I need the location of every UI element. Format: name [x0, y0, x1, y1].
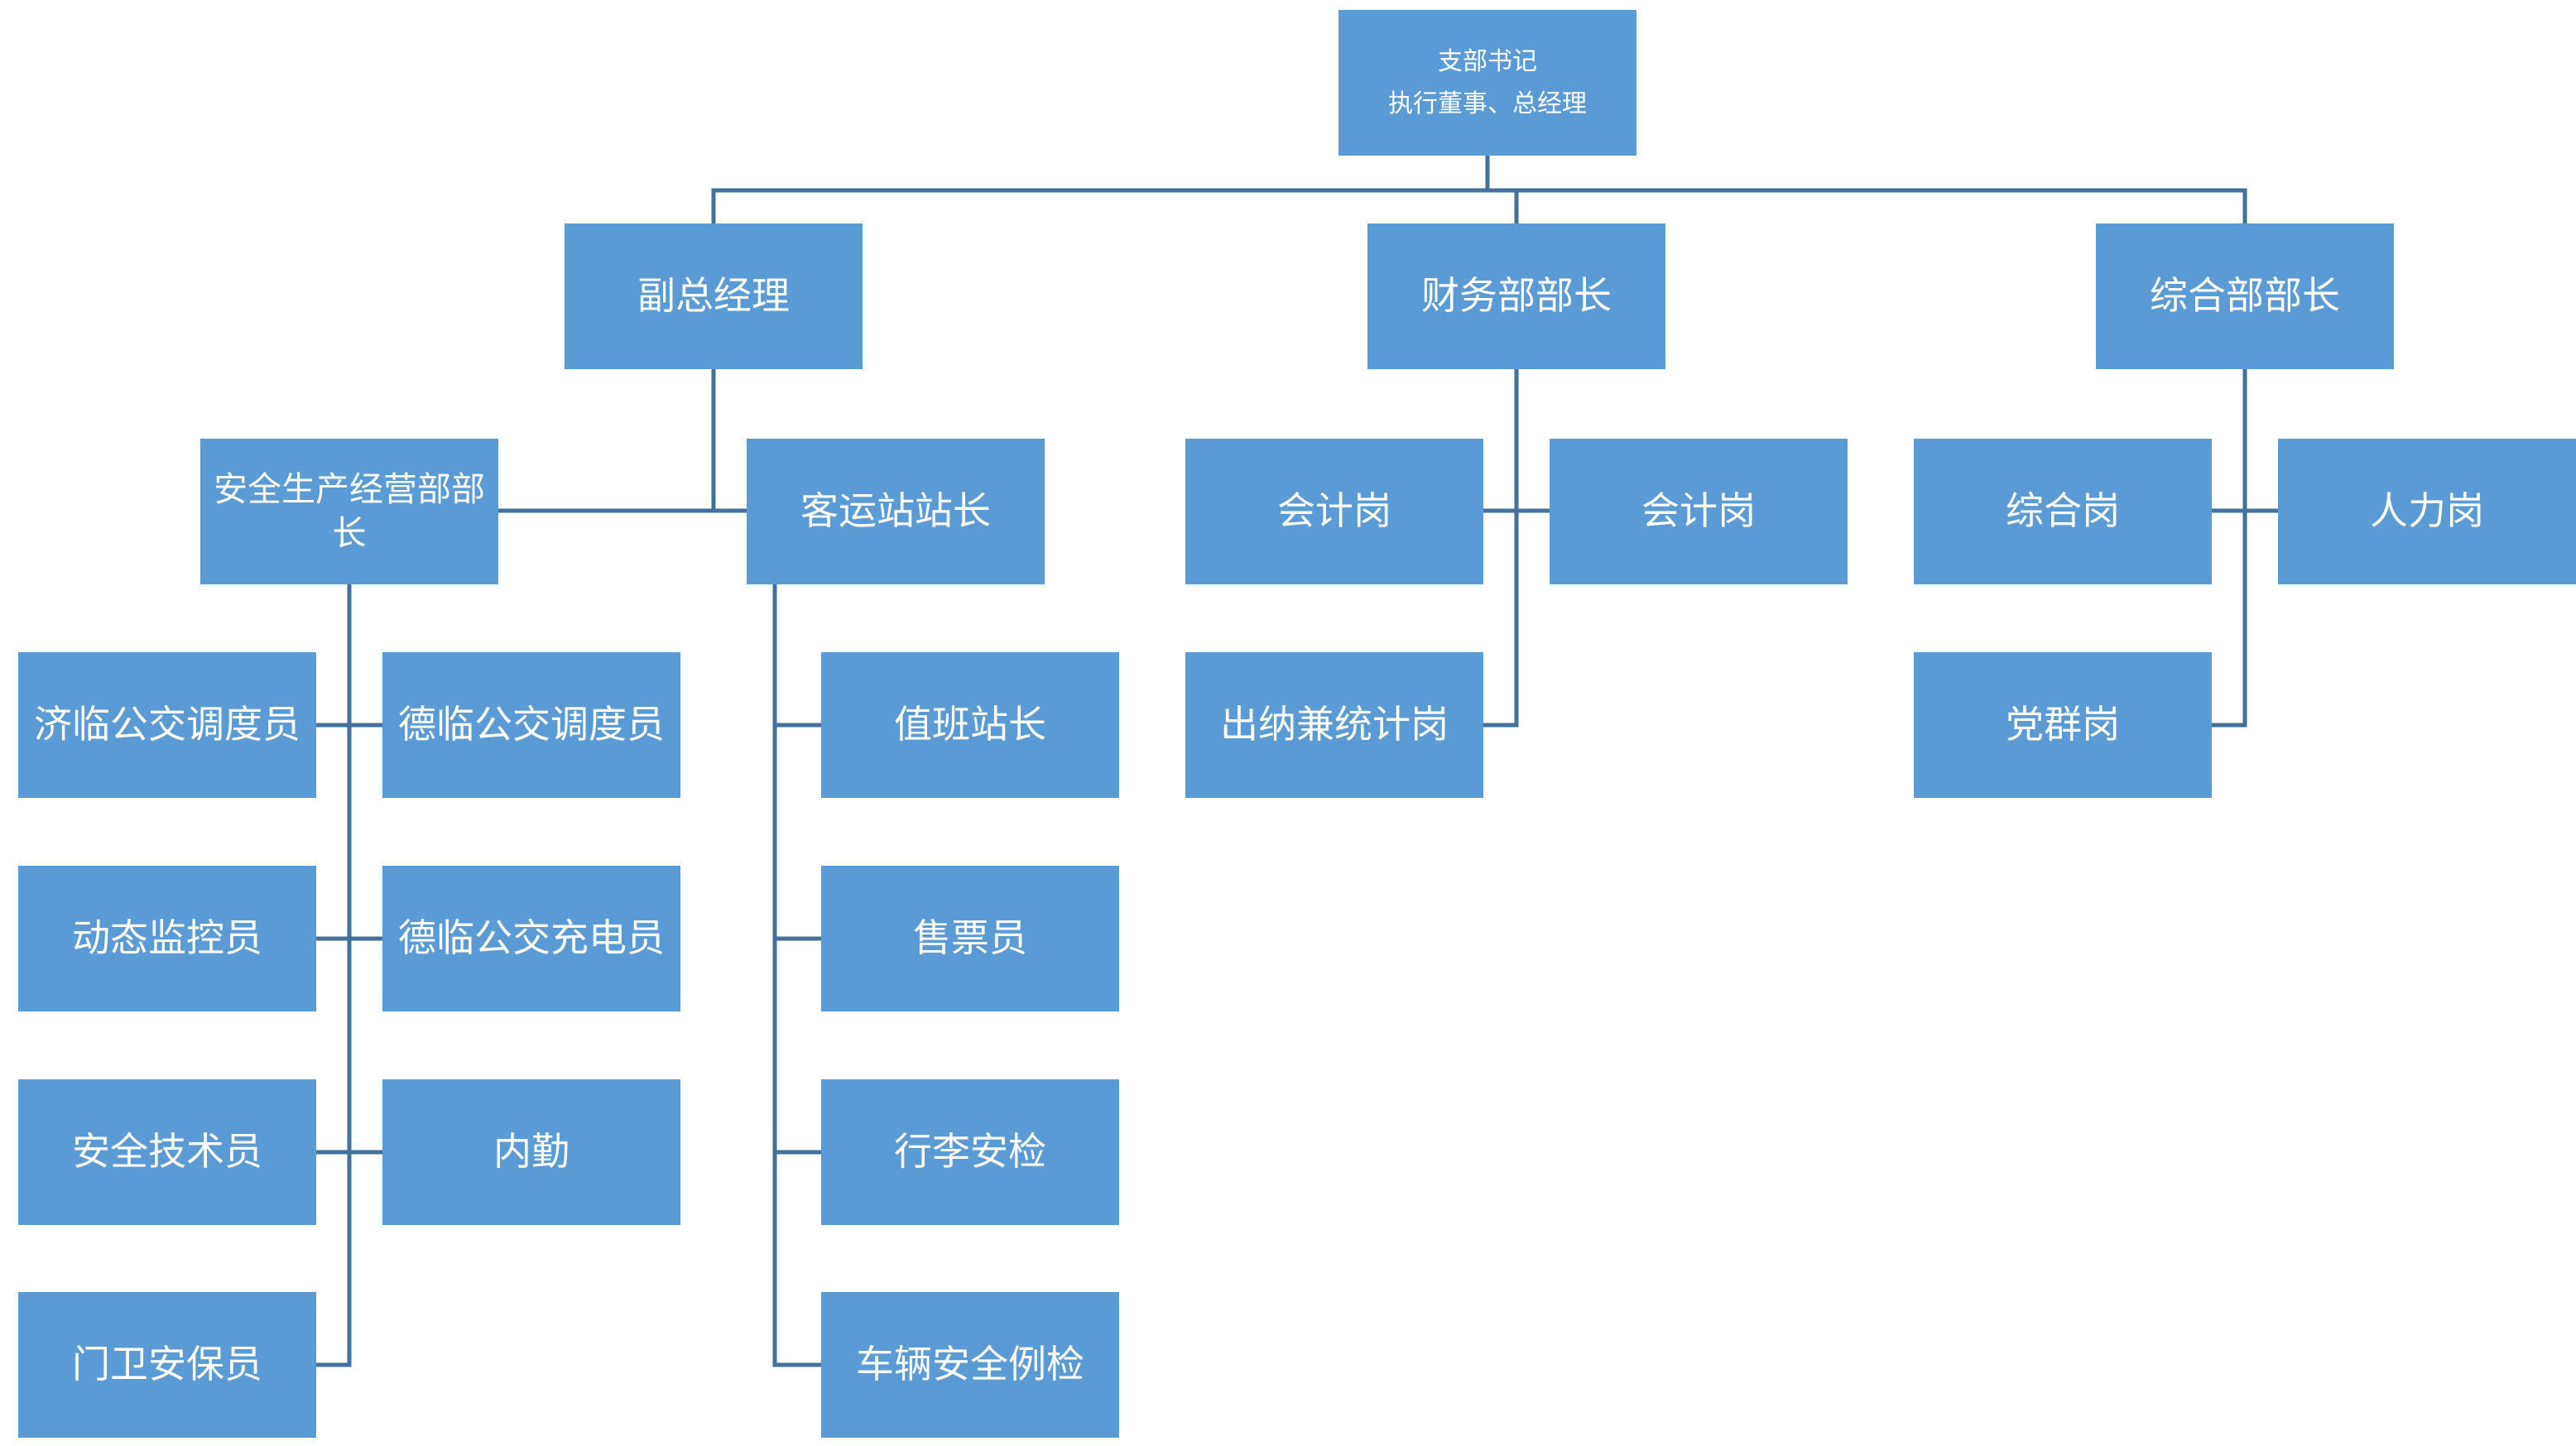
- node-safety-staff: 德临公交调度员: [382, 652, 680, 798]
- node-label: 济临公交调度员: [34, 702, 300, 747]
- node-finance-staff: 会计岗: [1550, 439, 1848, 584]
- node-label: 德临公交充电员: [398, 915, 665, 961]
- node-finance-staff: 会计岗: [1185, 439, 1483, 584]
- node-safety-staff: 动态监控员: [18, 866, 316, 1011]
- node-station-staff: 车辆安全例检: [821, 1292, 1119, 1438]
- node-label: 综合部部长: [2150, 273, 2340, 319]
- node-general-staff: 党群岗: [1914, 652, 2212, 798]
- node-label: 人力岗: [2370, 488, 2484, 534]
- node-label: 动态监控员: [72, 915, 262, 961]
- node-safety-staff: 安全技术员: [18, 1079, 316, 1225]
- node-general-head: 综合部部长: [2096, 223, 2394, 369]
- node-station-staff: 行李安检: [821, 1079, 1119, 1225]
- node-label: 门卫安保员: [72, 1342, 262, 1387]
- node-finance-head: 财务部部长: [1367, 223, 1665, 369]
- node-general-staff: 人力岗: [2278, 439, 2576, 584]
- node-finance-staff: 出纳兼统计岗: [1185, 652, 1483, 798]
- node-label: 内勤: [493, 1129, 570, 1175]
- node-safety-head: 安全生产经营部部长: [200, 439, 498, 584]
- node-label: 党群岗: [2006, 702, 2120, 747]
- node-label: 副总经理: [637, 273, 790, 319]
- node-label: 售票员: [913, 915, 1027, 961]
- node-label: 行李安检: [894, 1129, 1046, 1175]
- node-label: 综合岗: [2006, 488, 2120, 534]
- node-safety-staff: 济临公交调度员: [18, 652, 316, 798]
- node-label: 支部书记: [1438, 47, 1537, 76]
- node-label: 客运站站长: [800, 488, 991, 534]
- node-safety-staff: 德临公交充电员: [382, 866, 680, 1011]
- node-label: 德临公交调度员: [398, 702, 665, 747]
- node-party-secretary: 支部书记 执行董事、总经理: [1338, 10, 1636, 156]
- node-label: 安全生产经营部部长: [214, 468, 485, 553]
- node-deputy-gm: 副总经理: [565, 223, 863, 369]
- node-label: 车辆安全例检: [856, 1342, 1084, 1387]
- node-general-staff: 综合岗: [1914, 439, 2212, 584]
- node-label: 执行董事、总经理: [1388, 89, 1587, 118]
- node-station-staff: 值班站长: [821, 652, 1119, 798]
- node-station-staff: 售票员: [821, 866, 1119, 1011]
- node-label: 会计岗: [1641, 488, 1756, 534]
- node-label: 出纳兼统计岗: [1220, 702, 1449, 747]
- node-station-master: 客运站站长: [747, 439, 1045, 584]
- node-safety-staff: 内勤: [382, 1079, 680, 1225]
- node-label: 值班站长: [894, 702, 1046, 747]
- node-safety-staff: 门卫安保员: [18, 1292, 316, 1438]
- node-label: 安全技术员: [72, 1129, 262, 1175]
- node-label: 会计岗: [1277, 488, 1391, 534]
- node-label: 财务部部长: [1421, 273, 1612, 319]
